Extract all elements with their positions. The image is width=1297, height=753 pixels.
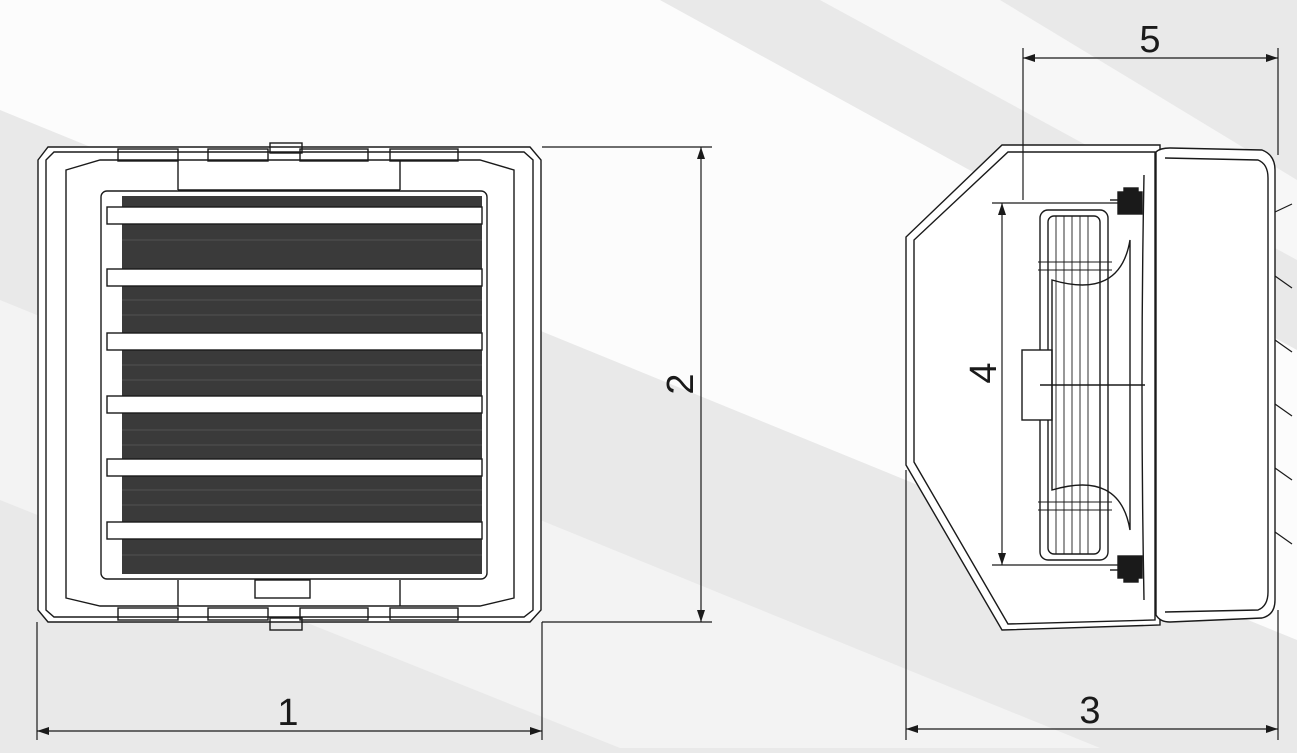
- side-view: [905, 144, 1293, 631]
- dimension-label-5: 5: [1139, 19, 1160, 61]
- dimension-label-2: 2: [660, 373, 702, 394]
- side-dimensions: [905, 48, 1279, 740]
- front-dimensions: [36, 146, 712, 740]
- dimension-label-1: 1: [277, 692, 298, 734]
- dimension-label-3: 3: [1079, 690, 1100, 732]
- dimension-label-4: 4: [963, 362, 1005, 383]
- front-view: [37, 142, 542, 631]
